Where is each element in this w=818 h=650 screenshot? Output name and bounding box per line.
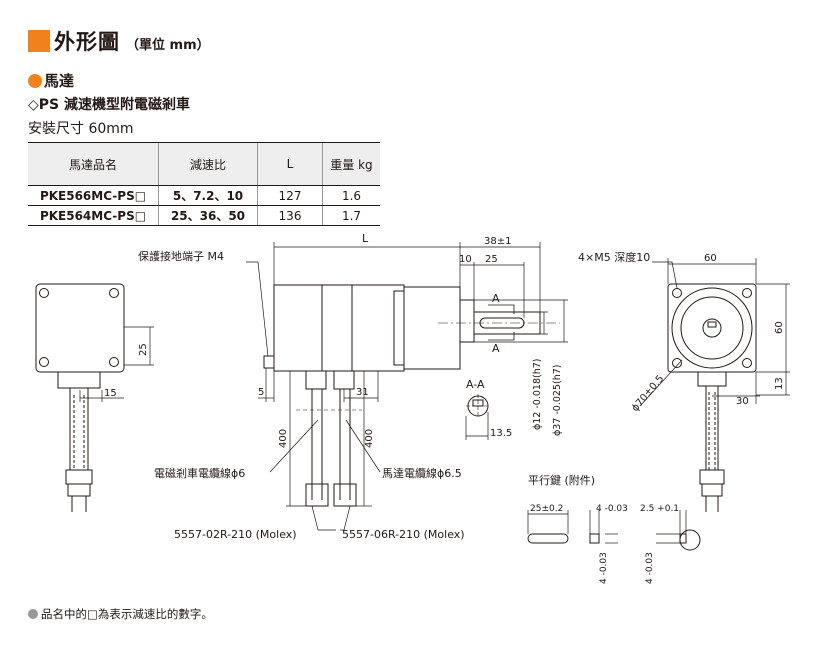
key-drawing [527, 510, 701, 551]
dim-10-label: 10 [459, 254, 472, 265]
key-dim-4-top-label: 4 -0.03 [596, 504, 628, 514]
key-dim-4-side-left-label: 4 -0.03 [599, 552, 609, 584]
ground-terminal-label: 保護接地端子 M4 [138, 249, 224, 263]
title-unit: （單位 mm） [126, 37, 210, 53]
dim-38-label: 38±1 [484, 236, 511, 247]
section-title: 外形圖 （單位 mm） [28, 28, 210, 54]
table-cell-length: 136 [257, 205, 323, 226]
spec-table: 馬達品名 減速比 L 重量 kg PKE566MC-PS□ 5、7.2、10 1… [28, 142, 380, 226]
dim-31-label: 31 [356, 387, 369, 398]
dim-L-label: L [362, 232, 369, 245]
footnote-text: 品名中的□為表示減速比的數字。 [41, 607, 213, 621]
dim-5-label: 5 [258, 387, 264, 398]
section-view-label: A-A [466, 378, 485, 391]
section-a-bottom-label: A [492, 342, 500, 355]
main-view [246, 242, 568, 531]
connector-left-label: 5557-02R-210 (Molex) [174, 528, 297, 541]
table-cell-ratio: 25、36、50 [158, 205, 258, 226]
gear-type-line: ◇PS 減速機型附電磁剎車 [28, 97, 190, 113]
col-header-model: 馬達品名 [28, 142, 159, 186]
bullet-dot-icon [28, 73, 42, 88]
title-text: 外形圖 [54, 30, 120, 54]
front-dim-70-label: ϕ70±0.5 [630, 373, 666, 413]
key-dim-25-label: 25±0.2 [530, 504, 563, 514]
key-dim-4-side-right-label: 4 -0.03 [645, 552, 655, 584]
table-cell-model: PKE566MC-PS□ [28, 185, 159, 206]
key-title-label: 平行鍵 (附件) [528, 473, 595, 487]
table-cell-model: PKE564MC-PS□ [28, 205, 159, 226]
dim-25-shaft-label: 25 [485, 254, 498, 265]
front-dim-60-top-label: 60 [704, 253, 717, 264]
side-dim-15-label: 15 [104, 388, 117, 399]
side-dim-25-label: 25 [138, 343, 149, 356]
footnote-bullet-icon [28, 609, 38, 619]
col-header-weight: 重量 kg [322, 142, 380, 186]
side-view [35, 283, 154, 512]
section-a-top-label: A [492, 292, 500, 305]
front-view [639, 258, 790, 512]
front-holes-label: 4×M5 深度10 [578, 250, 650, 264]
connector-right-label: 5557-06R-210 (Molex) [342, 528, 465, 541]
title-marker-icon [28, 30, 50, 52]
table-cell-weight: 1.6 [322, 185, 380, 206]
table-cell-weight: 1.7 [322, 205, 380, 226]
table-row: PKE564MC-PS□ 25、36、50 136 1.7 [28, 205, 380, 226]
brake-cable-label: 電磁剎車電纜線ϕ6 [154, 466, 245, 480]
motor-cable-label: 馬達電纜線ϕ6.5 [382, 466, 462, 480]
dim-37-label: ϕ37 -0.025(h7) [552, 365, 563, 436]
motor-heading-text: 馬達 [44, 72, 75, 90]
table-row: PKE566MC-PS□ 5、7.2、10 127 1.6 [28, 185, 380, 206]
table-cell-length: 127 [257, 185, 323, 206]
front-dim-30-label: 30 [736, 396, 749, 407]
motor-heading: 馬達 [28, 70, 74, 91]
table-cell-ratio: 5、7.2、10 [158, 185, 258, 206]
table-header-row: 馬達品名 減速比 L 重量 kg [28, 142, 380, 186]
mount-size-line: 安裝尺寸 60mm [28, 121, 134, 137]
dim-400-left-label: 400 [278, 429, 289, 448]
dim-400-right-label: 400 [364, 429, 375, 448]
col-header-ratio: 減速比 [158, 142, 258, 186]
dim-12-label: ϕ12 -0.018(h7) [532, 359, 543, 430]
front-dim-13-label: 13 [774, 377, 785, 390]
section-view [465, 394, 490, 440]
footnote: 品名中的□為表示減速比的數字。 [28, 606, 213, 622]
col-header-length: L [257, 142, 323, 186]
front-dim-60-side-label: 60 [774, 321, 785, 334]
key-dim-2-5-label: 2.5 +0.1 [640, 504, 679, 514]
dim-13-5-label: 13.5 [490, 428, 512, 439]
